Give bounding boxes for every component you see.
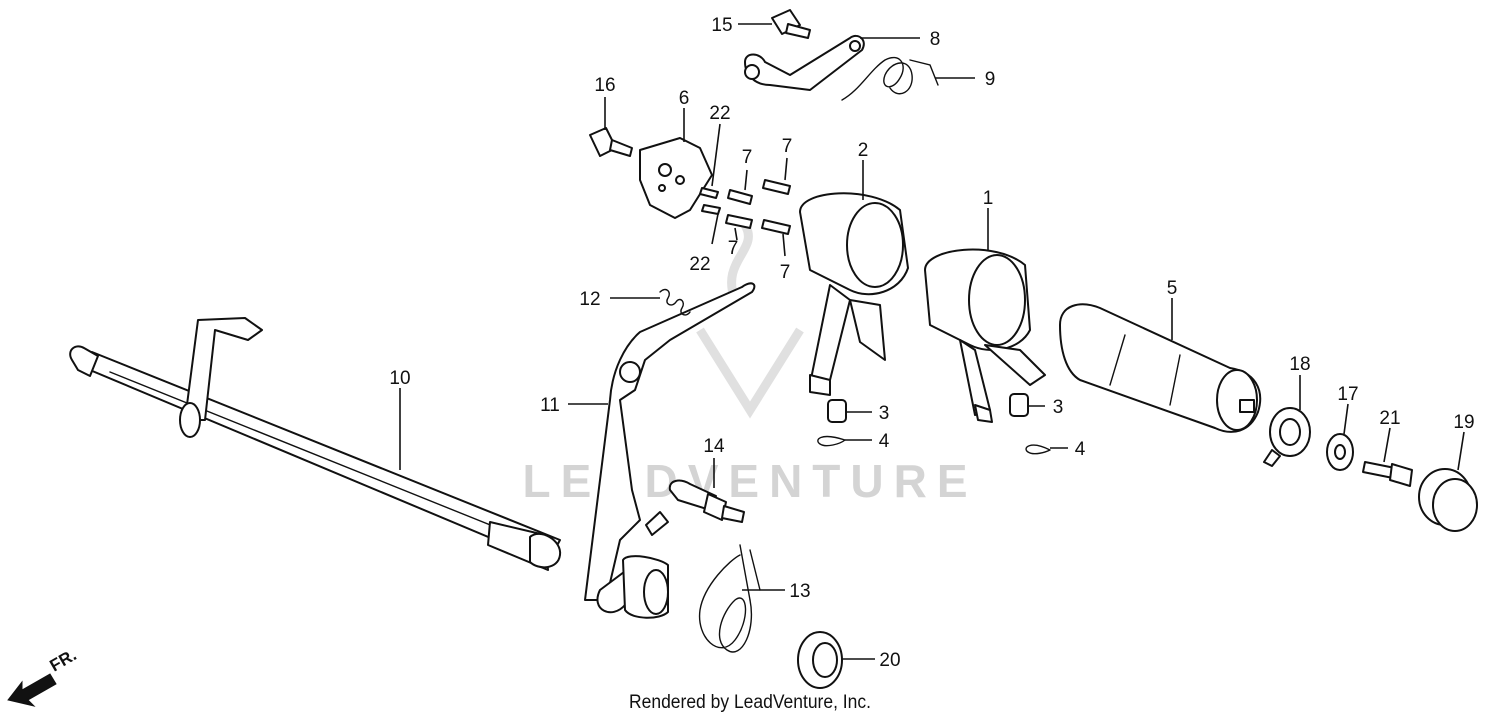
segment-bolt bbox=[589, 127, 633, 157]
callout-7-a: 7 bbox=[742, 147, 753, 168]
callout-7-c: 7 bbox=[728, 238, 739, 259]
callout-18: 18 bbox=[1289, 354, 1310, 375]
shift-drum bbox=[1059, 303, 1262, 433]
sealing-plug bbox=[1418, 468, 1478, 532]
callout-4-a: 4 bbox=[879, 431, 890, 452]
callout-8: 8 bbox=[930, 29, 941, 50]
gearshift-arm bbox=[584, 282, 756, 619]
callout-4-b: 4 bbox=[1075, 439, 1086, 460]
shift-fork-1 bbox=[924, 248, 1046, 423]
guide-pins bbox=[725, 179, 791, 235]
callout-17: 17 bbox=[1337, 384, 1358, 405]
callout-14: 14 bbox=[703, 436, 725, 457]
callout-15: 15 bbox=[711, 15, 732, 36]
callout-22-top: 22 bbox=[709, 103, 730, 124]
callout-22-bottom: 22 bbox=[689, 254, 710, 275]
front-label: FR. bbox=[47, 645, 80, 675]
callout-7-b: 7 bbox=[782, 136, 793, 157]
gearshift-spindle bbox=[69, 317, 562, 571]
stopper-arm-spring bbox=[841, 56, 939, 101]
washer bbox=[1326, 433, 1354, 471]
callout-12: 12 bbox=[579, 289, 600, 310]
callout-6: 6 bbox=[679, 88, 690, 109]
cotter-pins bbox=[817, 435, 1051, 455]
flange-bolt-15 bbox=[771, 9, 811, 39]
callout-13: 13 bbox=[789, 581, 810, 602]
callout-3-b: 3 bbox=[1053, 397, 1064, 418]
shift-fork-2 bbox=[799, 192, 909, 396]
callout-21: 21 bbox=[1379, 408, 1400, 429]
stopper-bolt bbox=[668, 479, 745, 523]
fork-guide-pins bbox=[827, 393, 1029, 423]
torsion-spring bbox=[698, 544, 761, 653]
leader-lines bbox=[399, 23, 1465, 660]
shift-drum-segment bbox=[639, 137, 713, 219]
oil-seal bbox=[797, 631, 843, 689]
credit-line: Rendered by LeadVenture, Inc. bbox=[629, 692, 871, 713]
callout-2: 2 bbox=[858, 140, 869, 161]
callout-9: 9 bbox=[985, 69, 996, 90]
front-arrow-icon bbox=[7, 673, 57, 707]
callout-11: 11 bbox=[540, 395, 560, 416]
callout-1: 1 bbox=[983, 188, 994, 209]
stopper-arm bbox=[744, 34, 865, 91]
drum-bolt bbox=[1362, 461, 1413, 487]
callout-3-a: 3 bbox=[879, 403, 890, 424]
stopper-plate bbox=[1263, 407, 1311, 467]
callout-16: 16 bbox=[594, 75, 615, 96]
callout-19: 19 bbox=[1453, 412, 1474, 433]
callout-10: 10 bbox=[389, 368, 410, 389]
watermark-logo bbox=[696, 222, 804, 419]
callout-20: 20 bbox=[879, 650, 900, 671]
callout-7-d: 7 bbox=[780, 262, 791, 283]
dowel-pins bbox=[699, 187, 721, 215]
callout-5: 5 bbox=[1167, 278, 1178, 299]
watermark-text: LEADVENTURE bbox=[522, 455, 977, 507]
return-spring-small bbox=[659, 288, 691, 316]
callouts: 15 8 9 16 6 22 22 7 7 7 7 2 1 5 18 17 21… bbox=[389, 15, 1474, 671]
watermark: LEADVENTURE bbox=[522, 222, 977, 507]
